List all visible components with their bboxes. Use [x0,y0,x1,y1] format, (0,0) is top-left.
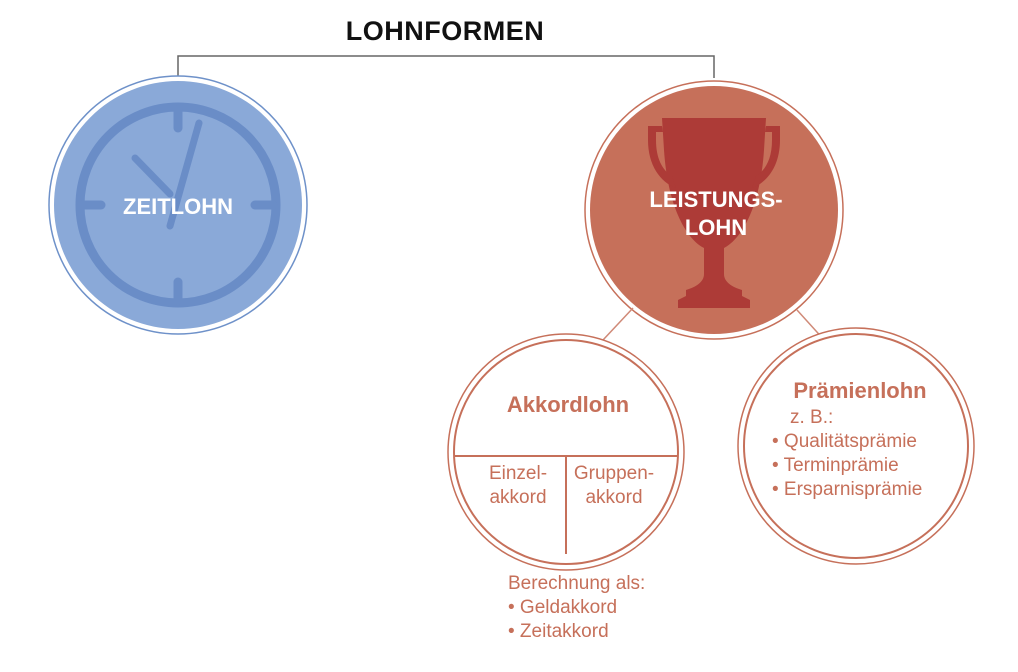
trophy-icon [648,118,780,308]
clock-icon [75,102,281,308]
calculation-heading: Berechnung als: [508,573,646,594]
zeitlohn-label: ZEITLOHN [123,194,233,219]
gruppenakkord-line1: Gruppen- [573,463,655,484]
calculation-item: • Geldakkord [508,597,618,618]
calculation-item: • Zeitakkord [508,621,609,642]
gruppenakkord-label: Gruppen- akkord [568,462,660,510]
title-connector [177,55,715,78]
einzelakkord-label: Einzel- akkord [472,462,564,510]
leistungslohn-label: LEISTUNGS- LOHN [616,186,816,242]
praemienlohn-item: • Qualitätsprämie [772,431,917,452]
praemienlohn-title: Prämienlohn [793,378,927,403]
connector-akkordlohn [602,307,634,341]
praemienlohn-circle [743,333,969,559]
page-title: LOHNFORMEN [345,16,545,46]
akkord-calculation: Berechnung als: • Geldakkord • Zeitakkor… [508,572,645,644]
praemienlohn-example: z. B.: [790,407,834,428]
akkordlohn-title: Akkordlohn [506,392,630,417]
gruppenakkord-line2: akkord [585,487,643,508]
praemienlohn-item: • Ersparnisprämie [772,479,923,500]
praemienlohn-list: z. B.: • Qualitätsprämie • Terminprämie … [772,406,922,502]
akkordlohn-circle [453,339,679,565]
einzelakkord-line1: Einzel- [488,463,548,484]
einzelakkord-line2: akkord [489,487,547,508]
leistungslohn-label-line1: LEISTUNGS- [649,187,783,212]
leistungslohn-label-line2: LOHN [684,215,748,240]
praemienlohn-item: • Terminprämie [772,455,899,476]
